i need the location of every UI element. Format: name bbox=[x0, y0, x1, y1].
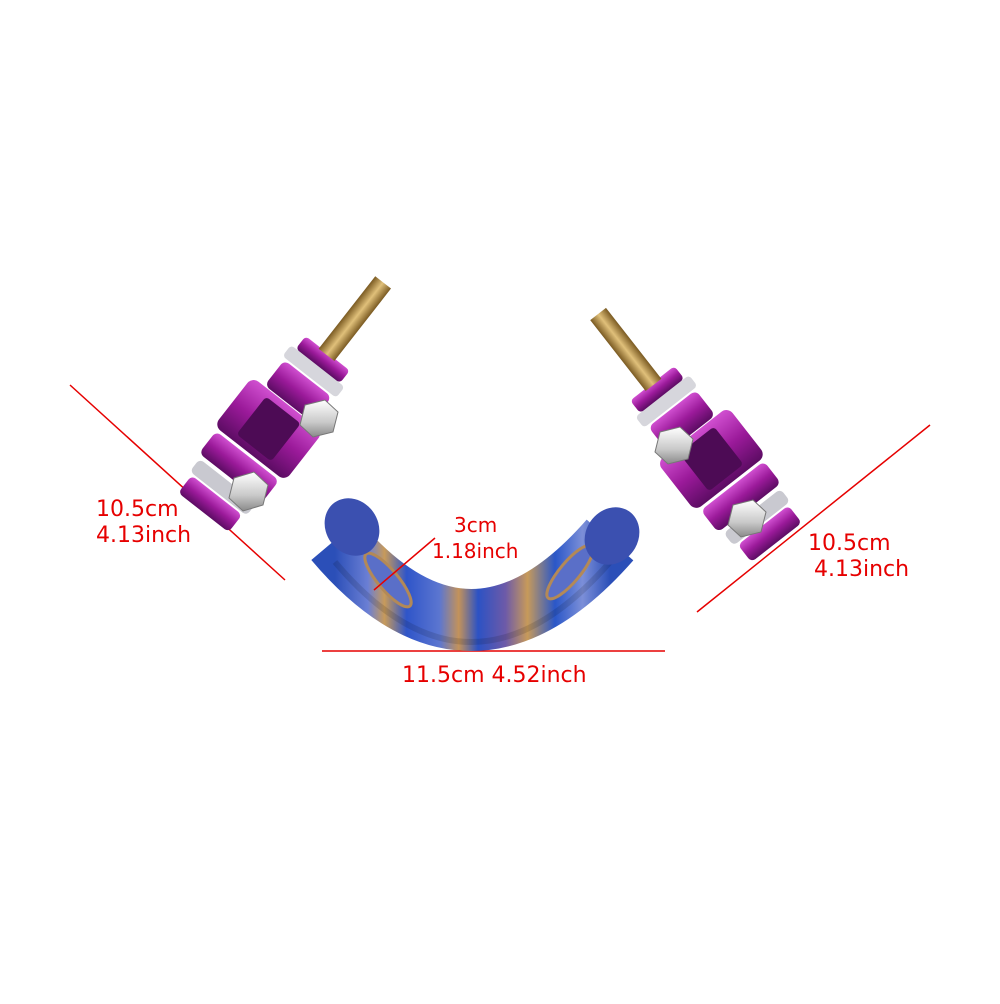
width-text: 11.5cm 4.52inch bbox=[402, 663, 587, 688]
dimension-line-diameter bbox=[373, 537, 436, 591]
right-arm-dimension-label: 10.5cm 4.13inch bbox=[808, 531, 909, 583]
left-arm-imperial: 4.13inch bbox=[96, 523, 192, 548]
right-arm-imperial: 4.13inch bbox=[814, 557, 910, 582]
right-arm-metric: 10.5cm bbox=[808, 531, 891, 556]
right-nut-lower bbox=[727, 499, 767, 538]
diameter-dimension-label: 3cm 1.18inch bbox=[432, 512, 518, 564]
width-dimension-label: 11.5cm 4.52inch bbox=[402, 663, 587, 689]
right-nut-upper bbox=[654, 426, 694, 465]
left-arm-dimension-label: 10.5cm 4.13inch bbox=[96, 497, 191, 549]
dimension-line-right bbox=[696, 424, 931, 613]
left-arm-metric: 10.5cm bbox=[96, 497, 179, 522]
diameter-metric: 3cm bbox=[454, 513, 498, 537]
left-nut-lower bbox=[228, 471, 269, 512]
dimension-line-left bbox=[69, 384, 286, 581]
diameter-imperial: 1.18inch bbox=[432, 539, 519, 563]
left-nut-upper bbox=[299, 399, 339, 438]
left-clamp-assembly bbox=[180, 276, 392, 531]
